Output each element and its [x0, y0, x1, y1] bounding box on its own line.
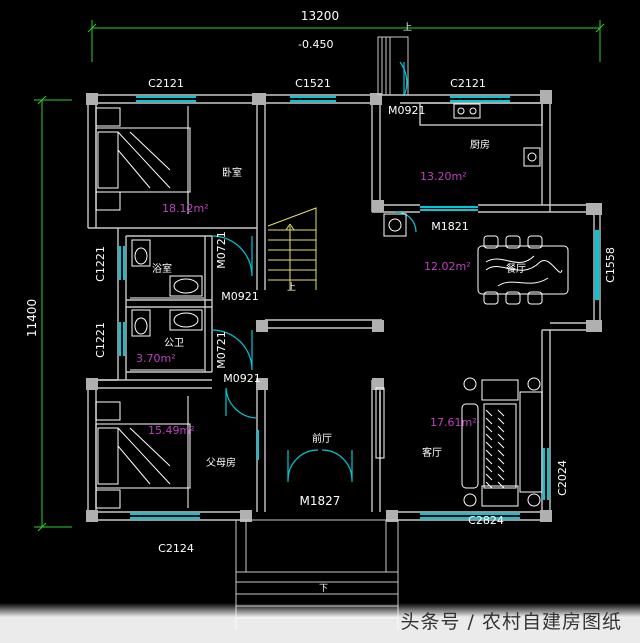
room-kitchen-name: 厨房	[470, 138, 490, 151]
dining-table	[477, 235, 569, 305]
room-foyer-name: 前厅	[312, 432, 332, 445]
overall-depth-label: 11400	[25, 299, 39, 337]
watermark-band: 头条号 / 农村自建房图纸	[0, 603, 640, 643]
door-m0721-upper: M0721	[215, 231, 228, 269]
overall-width-label: 13200	[301, 9, 339, 23]
room-bath-public-area: 3.70m²	[136, 352, 176, 365]
porches	[235, 36, 409, 630]
window-c2121-right: C2121	[450, 77, 486, 90]
door-m0921-kitchen: M0921	[388, 104, 426, 117]
bed-parents	[95, 396, 191, 509]
staircase	[267, 207, 317, 290]
door-m1827: M1827	[300, 494, 341, 508]
dimension-lines	[34, 20, 605, 532]
room-living-area: 17.61m²	[430, 416, 477, 429]
window-c2024: C2024	[556, 460, 569, 496]
door-m0721-lower: M0721	[215, 331, 228, 369]
bed-master	[95, 106, 191, 214]
kitchen-fixtures	[383, 103, 541, 237]
watermark-text: 头条号 / 农村自建房图纸	[400, 611, 622, 633]
room-living-name: 客厅	[422, 446, 442, 459]
floor-level-label: -0.450	[298, 38, 333, 51]
down-arrow-entry: 下	[319, 584, 328, 594]
door-swings	[211, 61, 417, 482]
tv-cabinet	[375, 387, 385, 459]
walls	[87, 94, 601, 521]
door-m0921-upper: M0921	[221, 290, 259, 303]
room-dining-name: 餐厅	[506, 262, 526, 275]
window-c2121-left: C2121	[148, 77, 184, 90]
up-arrow-stair: 上	[287, 282, 296, 293]
window-c2124: C2124	[158, 542, 194, 555]
window-c1221-lower: C1221	[94, 322, 107, 358]
room-bath-public-name: 公卫	[164, 338, 184, 349]
door-m1821: M1821	[431, 220, 469, 233]
sofa-set	[461, 377, 543, 507]
labels: 13200 -0.450 11400 上 上 下 C2121 C1521 C21…	[25, 9, 617, 594]
window-c1558: C1558	[604, 247, 617, 283]
room-bedroom-name: 卧室	[222, 166, 242, 179]
room-parents-name: 父母房	[206, 456, 236, 469]
bath-fixtures	[130, 239, 204, 371]
window-c2824: C2824	[468, 514, 504, 527]
room-dining-area: 12.02m²	[424, 260, 471, 273]
room-parents-area: 15.49m²	[148, 424, 195, 437]
window-c1521: C1521	[295, 77, 331, 90]
room-kitchen-area: 13.20m²	[420, 170, 467, 183]
room-bath-private-name: 浴室	[152, 262, 172, 275]
columns	[86, 90, 602, 522]
window-c1221-upper: C1221	[94, 246, 107, 282]
room-bedroom-area: 18.12m²	[162, 202, 209, 215]
windows-glazing	[119, 96, 599, 519]
up-arrow-top: 上	[403, 22, 412, 33]
door-m0921-lower: M0921	[223, 372, 261, 385]
